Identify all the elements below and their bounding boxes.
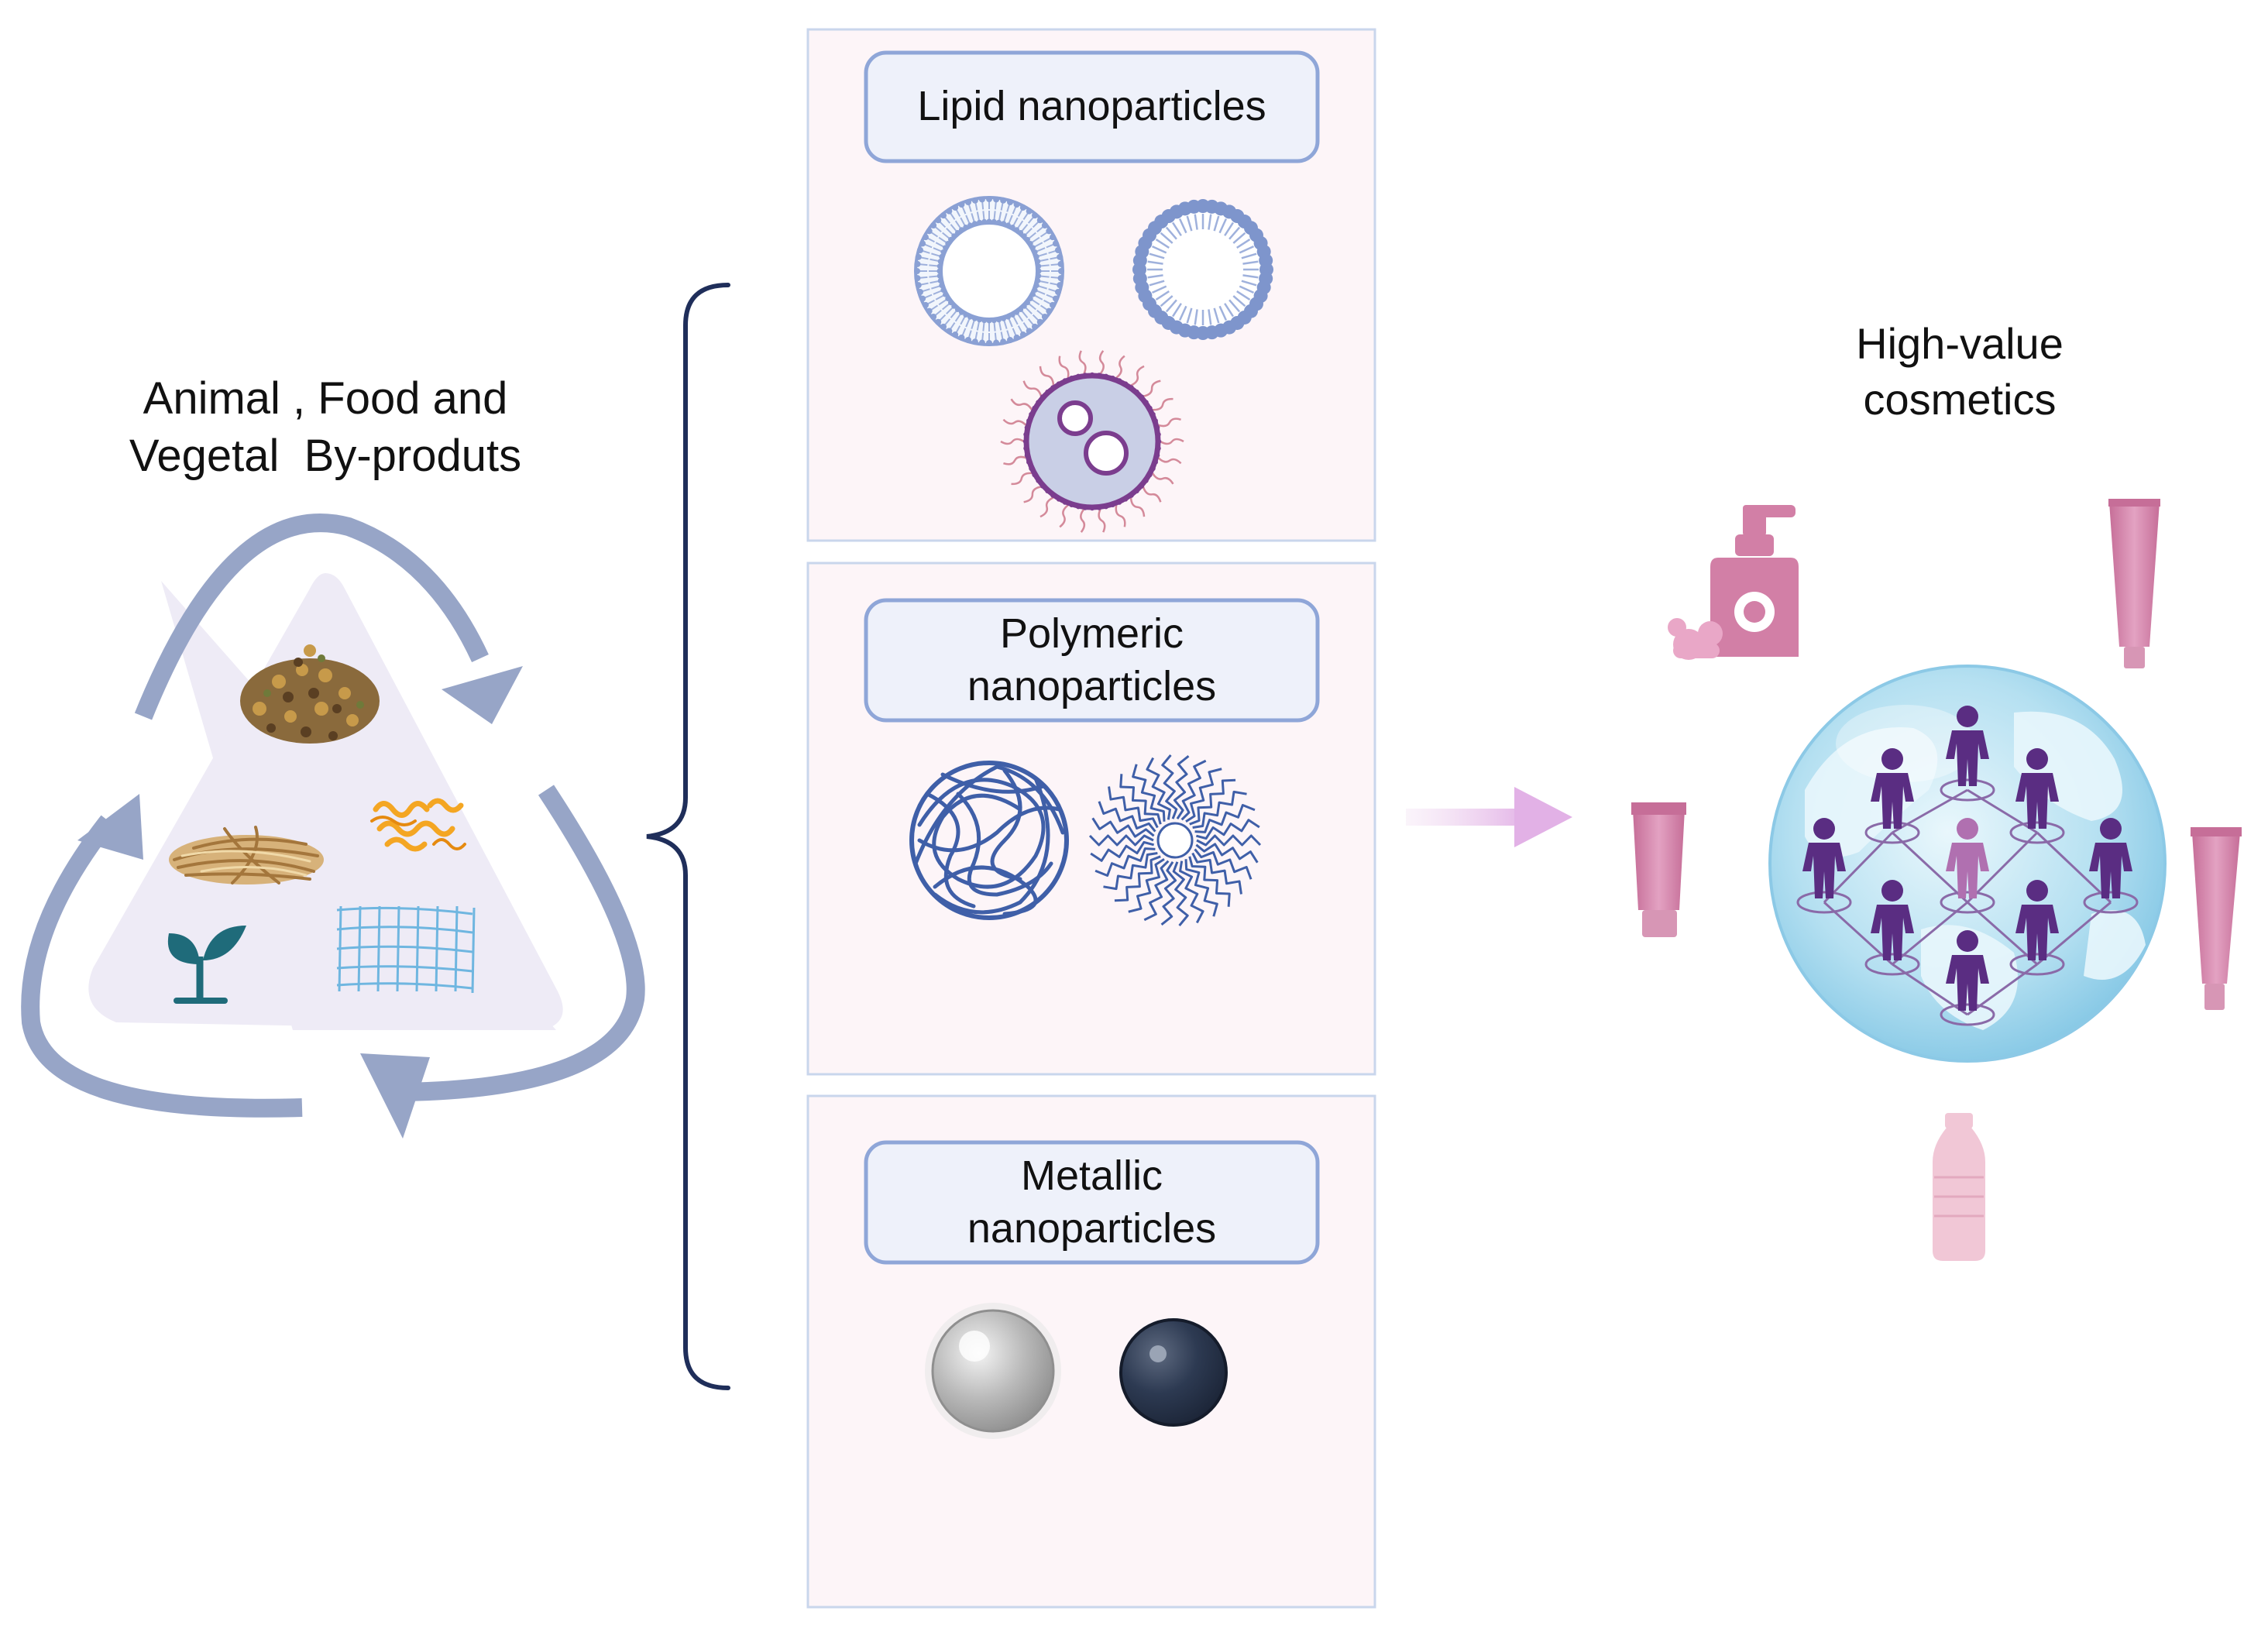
micelle-icon bbox=[1132, 199, 1273, 340]
lipid-label: Lipid nanoparticles bbox=[866, 53, 1318, 161]
output-title: High-value cosmetics bbox=[1743, 316, 2177, 427]
recycle-arrowheads bbox=[77, 666, 523, 1139]
tube-icon bbox=[1631, 802, 1686, 937]
vesicle-icon bbox=[1000, 350, 1184, 533]
source-title-line2: Vegetal By-produts bbox=[129, 431, 522, 482]
triangle-fill bbox=[88, 573, 563, 1030]
metallic-label-line1: Metallic bbox=[1020, 1152, 1163, 1199]
metallic-label-line2: nanoparticles bbox=[967, 1204, 1217, 1252]
metallic-label: Metallic nanoparticles bbox=[866, 1142, 1318, 1262]
bottle-icon bbox=[1933, 1113, 1985, 1261]
polymeric-label: Polymeric nanoparticles bbox=[866, 600, 1318, 720]
sprout-icon bbox=[167, 926, 246, 1004]
tube-icon bbox=[2191, 827, 2242, 1010]
mesh-icon bbox=[336, 905, 476, 994]
flow-arrow bbox=[1406, 787, 1572, 847]
recycle-arrows-icon bbox=[21, 514, 645, 1118]
source-title-line1: Animal , Food and bbox=[143, 373, 508, 424]
source-title: Animal , Food and Vegetal By-produts bbox=[46, 370, 604, 485]
fibers-icon bbox=[169, 826, 324, 884]
output-title-line2: cosmetics bbox=[1863, 374, 2057, 424]
silver-sphere-icon bbox=[925, 1303, 1061, 1439]
label-box-polymeric bbox=[864, 598, 1320, 723]
recycle-group bbox=[21, 514, 645, 1139]
people-network-icon bbox=[1796, 706, 2139, 1026]
dark-sphere-icon bbox=[1119, 1318, 1228, 1427]
label-box-lipid bbox=[864, 50, 1320, 163]
shavings-icon bbox=[370, 798, 466, 852]
lipid-label-text: Lipid nanoparticles bbox=[917, 83, 1266, 130]
polymeric-label-line2: nanoparticles bbox=[967, 662, 1217, 709]
pile-icon bbox=[240, 644, 380, 744]
polymer-coil-icon bbox=[909, 761, 1069, 920]
liposome-icon bbox=[914, 196, 1064, 346]
label-box-metallic bbox=[864, 1140, 1320, 1265]
soap-pump-icon bbox=[1668, 505, 1799, 660]
output-title-line1: High-value bbox=[1856, 319, 2064, 368]
polymeric-label-line1: Polymeric bbox=[999, 610, 1184, 657]
star-polymer-icon bbox=[1088, 754, 1262, 926]
curly-brace bbox=[646, 283, 730, 1390]
tube-icon bbox=[2108, 499, 2160, 668]
